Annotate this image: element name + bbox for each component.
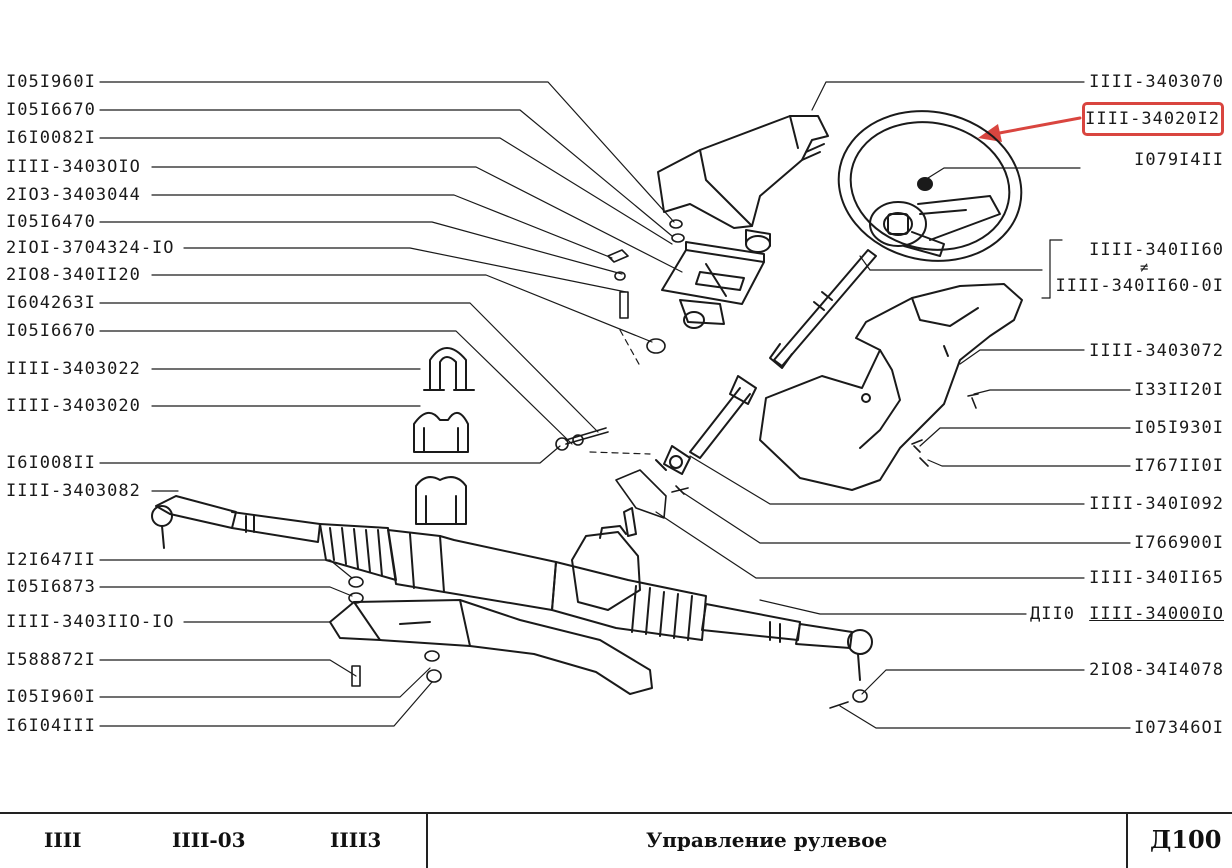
part-label: 2IO3-3403044 (6, 185, 141, 205)
part-label: I05I930I (1134, 418, 1224, 438)
part-label: I6I008II (6, 453, 96, 473)
part-label: I6I04III (6, 716, 96, 736)
footer-divider (1126, 814, 1128, 868)
part-label: I05I960I (6, 72, 96, 92)
part-label: IIII-3403IIO-IO (6, 612, 175, 632)
upper-shroud (657, 115, 829, 229)
shroud-screws (911, 393, 979, 467)
leader-lines-left (99, 81, 683, 727)
lower-fasteners (348, 469, 868, 709)
part-label: IIII-340II65 (1089, 568, 1224, 588)
cross-member (329, 599, 653, 695)
title-block: IIII IIII-03 IIII3 Управление рулевое Д1… (0, 812, 1232, 868)
footer-divider (426, 814, 428, 868)
clamp-and-bushings (413, 347, 475, 525)
assembly-number-text: IIII-34000IO (1089, 604, 1224, 624)
column-bracket (661, 229, 771, 329)
part-label: 2IO8-340II20 (6, 265, 141, 285)
alt-mark: ≠ (1140, 260, 1150, 276)
part-label: IIII-3403020 (6, 396, 141, 416)
steering-rack (151, 495, 873, 681)
part-label: IIII-3403070 (1089, 72, 1224, 92)
part-label: I6I0082I (6, 128, 96, 148)
part-label: I05I6670 (6, 321, 96, 341)
part-label: 2IO8-34I4078 (1089, 660, 1224, 680)
part-label: I05I6470 (6, 212, 96, 232)
part-label: IIII-3403OIO (6, 157, 141, 177)
part-label: 2IOI-3704324-IO (6, 238, 175, 258)
part-label: I604263I (6, 293, 96, 313)
part-label: IIII-340II60-0I (1055, 276, 1224, 296)
steering-shaft (655, 249, 877, 475)
highlighted-part-label: IIII-34020I2 (1085, 109, 1220, 129)
steering-diagram (99, 81, 1131, 729)
part-label: I05I6670 (6, 100, 96, 120)
model-code: IIII (44, 828, 82, 852)
alignment-lines (589, 329, 651, 455)
part-label: I05I960I (6, 687, 96, 707)
page-code: Д100 (1150, 825, 1222, 854)
lower-shroud (759, 283, 1023, 491)
part-label: I767II0I (1134, 456, 1224, 476)
highlight-box (1082, 102, 1224, 136)
part-label: IIII-3403082 (6, 481, 141, 501)
part-label: I33II20I (1134, 380, 1224, 400)
leader-lines-right (655, 81, 1131, 729)
section-title: Управление рулевое (646, 828, 888, 852)
part-label: I05I6873 (6, 577, 96, 597)
part-label: IIII-340I092 (1089, 494, 1224, 514)
column-fasteners (555, 219, 685, 451)
assembly-number: IIII-34000IO (1089, 604, 1224, 624)
part-label: IIII-340II60 (1089, 240, 1224, 260)
part-label: I07346OI (1134, 718, 1224, 738)
part-label: I2I647II (6, 550, 96, 570)
part-label: I766900I (1134, 533, 1224, 553)
part-label: I588872I (6, 650, 96, 670)
highlight-arrow (978, 116, 1082, 142)
model-code: IIII3 (330, 828, 382, 852)
part-label: IIII-3403022 (6, 359, 141, 379)
assembly-prefix: ДII0 (1030, 604, 1075, 624)
part-label: I079I4II (1134, 150, 1224, 170)
model-code: IIII-03 (172, 828, 246, 852)
steering-wheel (837, 110, 1023, 262)
part-label: IIII-3403072 (1089, 341, 1224, 361)
